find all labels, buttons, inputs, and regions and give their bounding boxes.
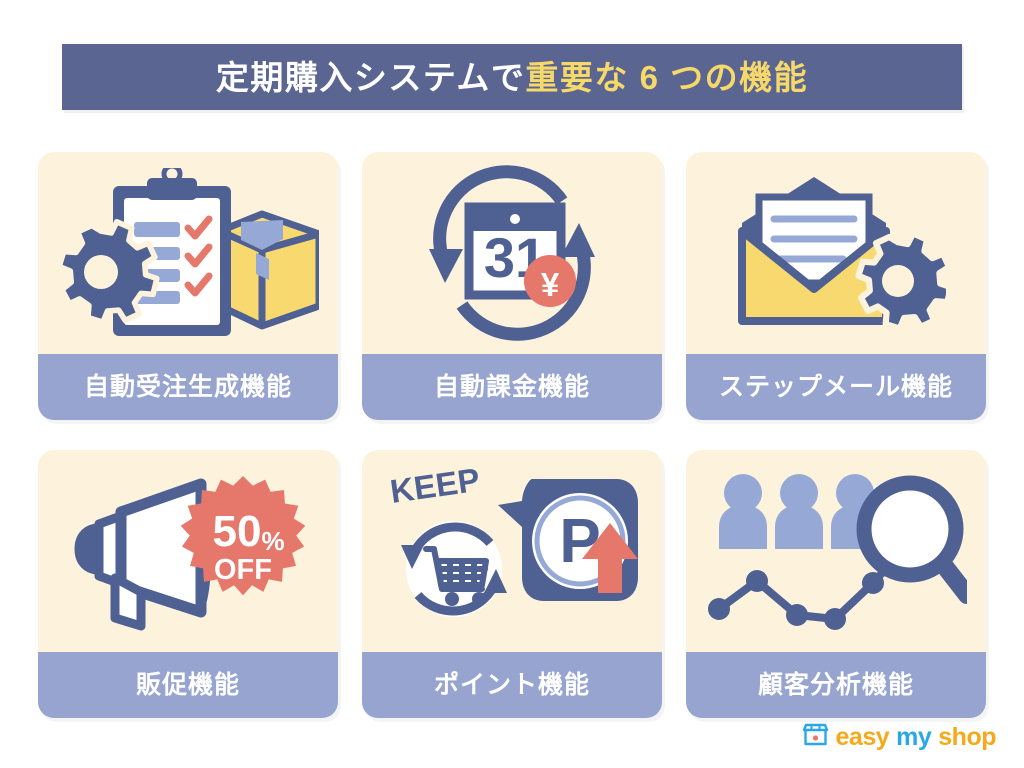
card-label-text: 自動課金機能 xyxy=(433,372,590,401)
feature-card-grid: 自動受注生成機能 xyxy=(38,152,986,718)
feature-card-auto-billing[interactable]: 31 ¥ 自動課金機能 xyxy=(362,152,662,420)
logo-word-my: my xyxy=(896,723,932,751)
feature-card-label-auto-order-generation: 自動受注生成機能 xyxy=(38,354,338,420)
svg-text:P: P xyxy=(559,507,600,576)
title-plain-text: 定期購入システムで xyxy=(215,58,526,96)
envelope-gear-icon xyxy=(686,152,986,354)
card-label-text: 顧客分析機能 xyxy=(757,670,914,699)
feature-card-label-sales-promotion: 販促機能 xyxy=(38,652,338,718)
svg-text:KEEP: KEEP xyxy=(388,465,482,510)
card-label-text: ステップメール機能 xyxy=(718,372,953,401)
people-chart-magnifier-icon xyxy=(686,450,986,652)
clipboard-gear-box-icon xyxy=(38,152,338,354)
svg-text:¥: ¥ xyxy=(541,266,560,303)
svg-text:50: 50 xyxy=(213,507,262,556)
feature-card-label-step-mail: ステップメール機能 xyxy=(686,354,986,420)
logo-word-easy: easy xyxy=(835,723,890,751)
easy-my-shop-logo[interactable]: easy my shop xyxy=(802,723,996,752)
svg-text:OFF: OFF xyxy=(214,554,272,586)
feature-card-points[interactable]: KEEP xyxy=(362,450,662,718)
logo-word-shop: shop xyxy=(938,723,996,751)
feature-card-label-customer-analysis: 顧客分析機能 xyxy=(686,652,986,718)
title-highlight-text: 重要な 6 つの機能 xyxy=(525,58,809,96)
title-banner: 定期購入システムで重要な 6 つの機能 xyxy=(62,44,962,110)
feature-card-sales-promotion[interactable]: 50 % OFF 販促機能 xyxy=(38,450,338,718)
svg-text:%: % xyxy=(261,526,284,556)
card-label-text: 販促機能 xyxy=(135,670,240,699)
megaphone-discount-icon: 50 % OFF xyxy=(38,450,338,652)
card-label-text: ポイント機能 xyxy=(433,670,590,699)
feature-card-label-points: ポイント機能 xyxy=(362,652,662,718)
page-title: 定期購入システムで重要な 6 つの機能 xyxy=(216,61,808,94)
feature-card-label-auto-billing: 自動課金機能 xyxy=(362,354,662,420)
shop-front-icon xyxy=(802,723,829,752)
feature-card-step-mail[interactable]: ステップメール機能 xyxy=(686,152,986,420)
feature-card-customer-analysis[interactable]: 顧客分析機能 xyxy=(686,450,986,718)
point-cart-bubble-icon: KEEP xyxy=(362,450,662,652)
calendar-recurring-yen-icon: 31 ¥ xyxy=(362,152,662,354)
feature-card-auto-order-generation[interactable]: 自動受注生成機能 xyxy=(38,152,338,420)
card-label-text: 自動受注生成機能 xyxy=(83,372,292,401)
